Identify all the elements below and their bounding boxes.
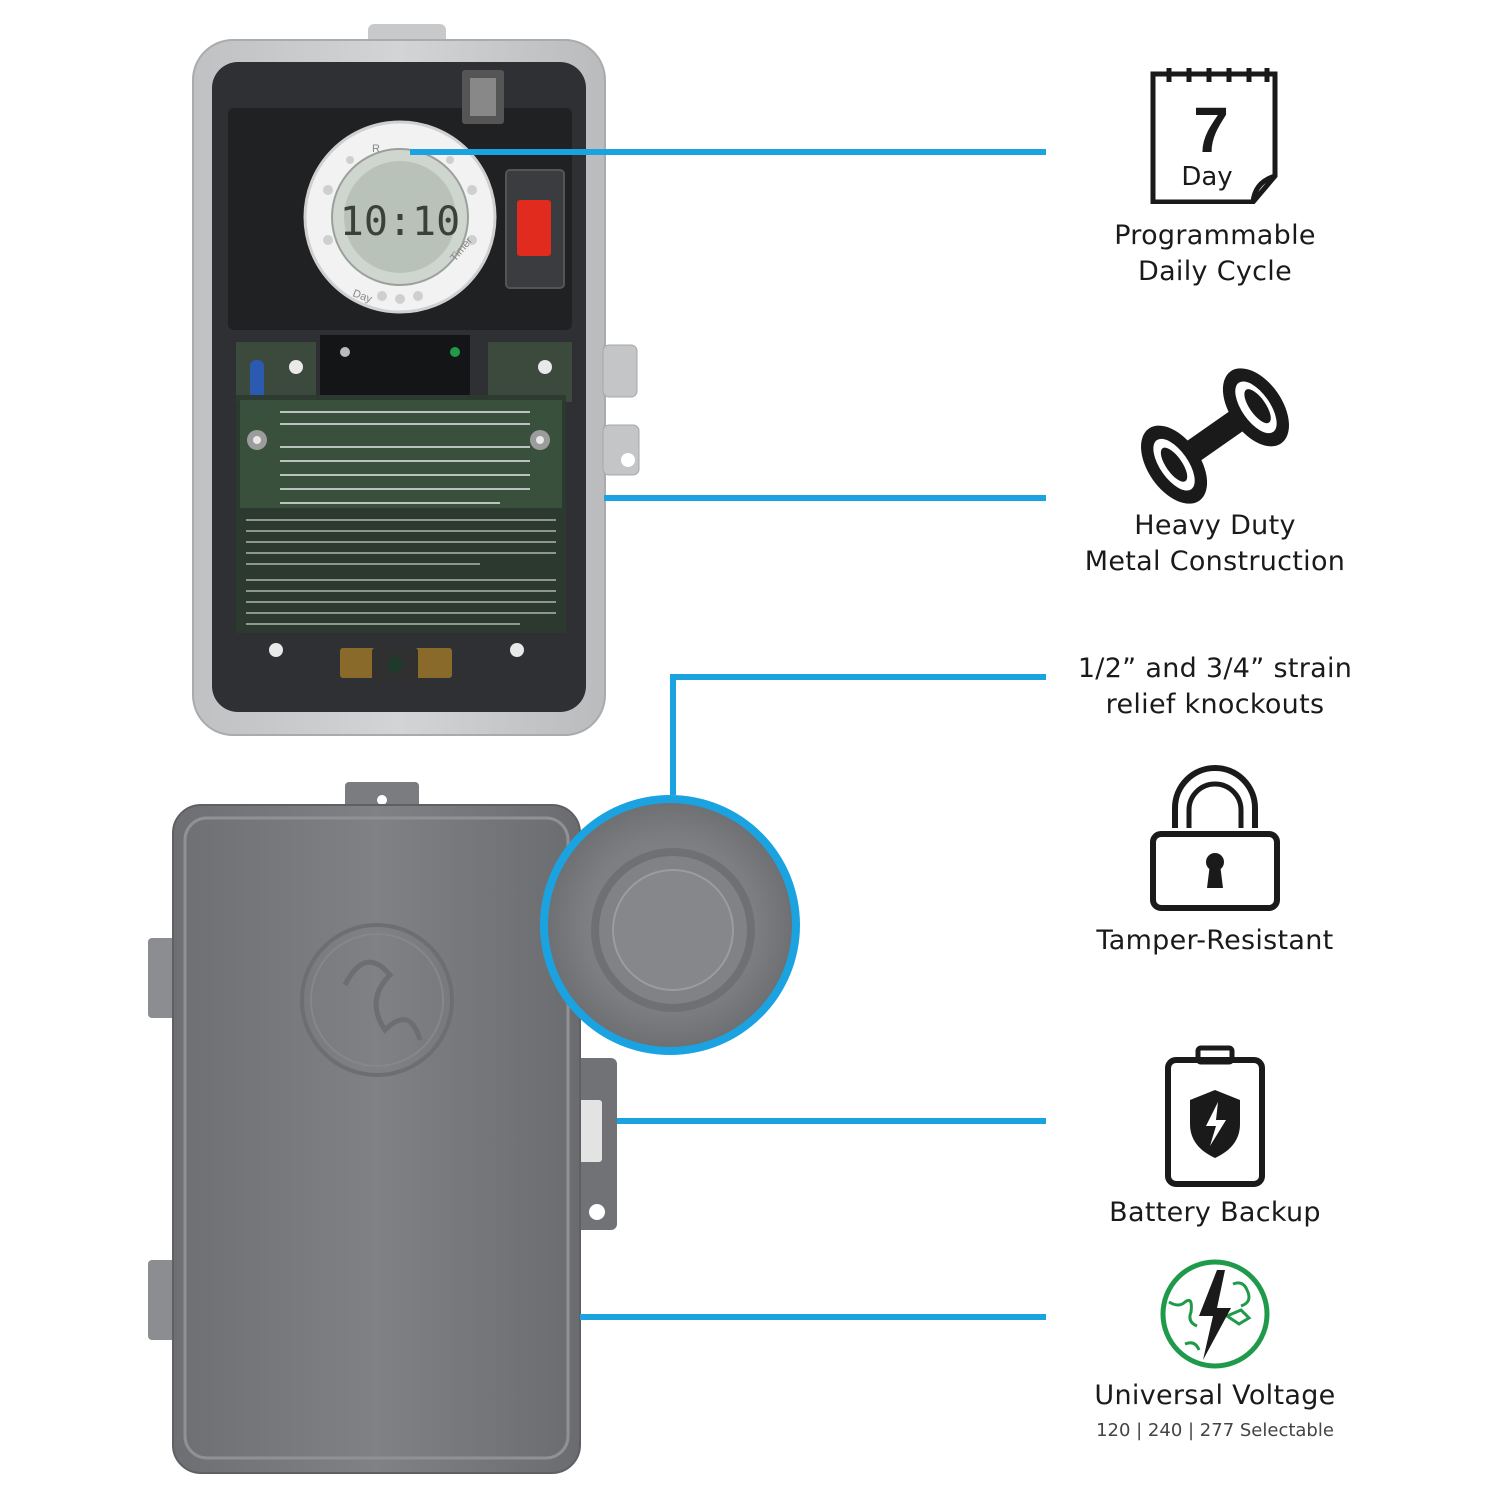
- calendar-7-day-icon: 7 Day: [1150, 68, 1278, 204]
- dumbbell-icon: [1141, 368, 1289, 504]
- lcd-time: 10:10: [340, 199, 460, 245]
- timer-dial: 10:10 R Day Timer: [303, 120, 497, 314]
- feature-universal-voltage: Universal Voltage 120 | 240 | 277 Select…: [1040, 1254, 1390, 1441]
- battery-shield-icon: [1165, 1045, 1265, 1187]
- feature-sublabel: 120 | 240 | 277 Selectable: [1096, 1420, 1334, 1441]
- warning-insulator: [236, 395, 566, 633]
- feature-label: Heavy Duty Metal Construction: [1084, 510, 1346, 577]
- feature-label: Battery Backup: [1109, 1197, 1321, 1228]
- feature-strain-relief-knockouts: 1/2” and 3/4” strain relief knockouts: [1040, 651, 1390, 723]
- feature-label: 1/2” and 3/4” strain relief knockouts: [1077, 653, 1353, 720]
- connector-lines: [410, 149, 1046, 1320]
- calendar-number: 7: [1193, 94, 1229, 166]
- feature-label: Tamper-Resistant: [1096, 925, 1334, 956]
- feature-heavy-duty: Heavy Duty Metal Construction: [1040, 366, 1390, 580]
- feature-label: Programmable Daily Cycle: [1114, 220, 1316, 287]
- open-enclosure: 10:10 R Day Timer: [192, 24, 640, 736]
- padlock-icon: [1150, 765, 1280, 911]
- embossed-logo: [300, 923, 454, 1077]
- feature-programmable-daily-cycle: 7 Day Programmable Daily Cycle: [1040, 64, 1390, 290]
- enclosure-lid: [172, 804, 581, 1474]
- dial-label-r: R: [372, 143, 380, 155]
- manual-switch: [505, 169, 565, 289]
- lightning-globe-icon: [1160, 1259, 1270, 1369]
- feature-label: Universal Voltage: [1094, 1380, 1336, 1411]
- feature-battery-backup: Battery Backup: [1040, 1044, 1390, 1231]
- feature-tamper-resistant: Tamper-Resistant: [1040, 760, 1390, 959]
- closed-enclosure: [148, 782, 617, 1474]
- knockout-zoom: [540, 795, 800, 1055]
- calendar-day-text: Day: [1181, 162, 1232, 192]
